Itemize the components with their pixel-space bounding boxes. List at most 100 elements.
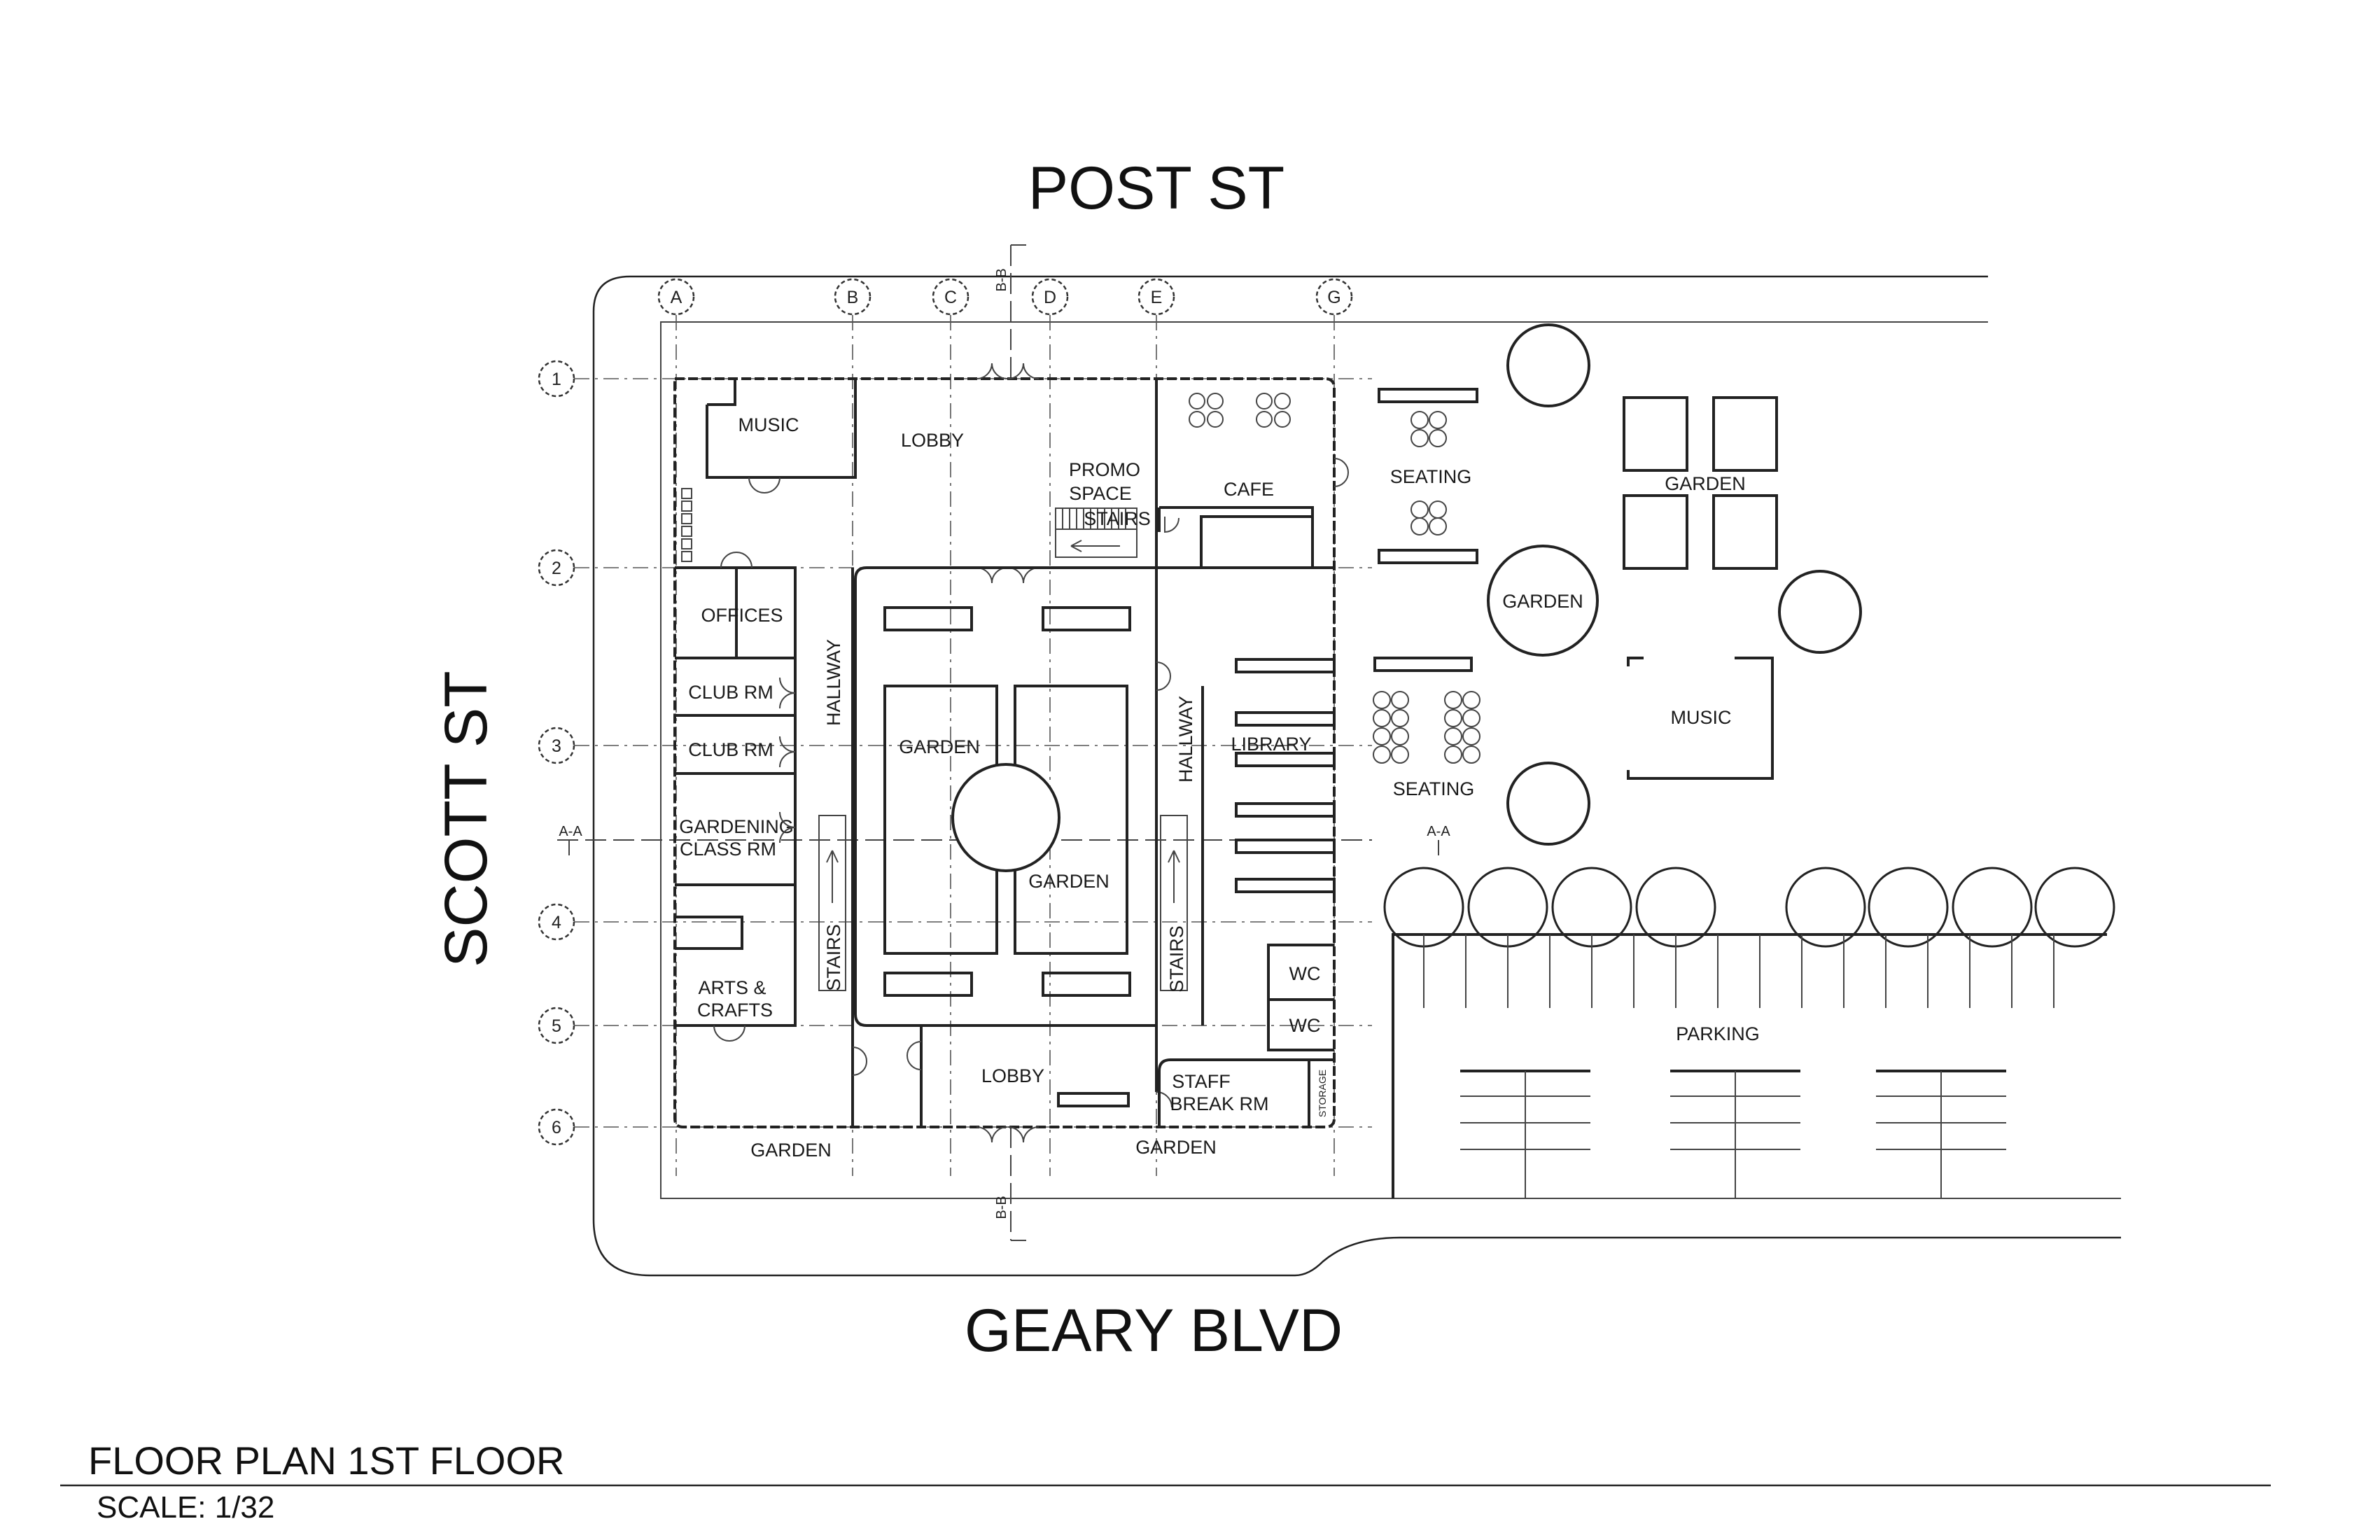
east-wing-walls	[1155, 566, 1334, 1026]
east-stairs	[1160, 815, 1188, 991]
site-sidewalk-line	[660, 321, 2121, 1199]
room-staff-line1: STAFF	[1172, 1071, 1231, 1092]
room-lobby-south: LOBBY	[981, 1065, 1044, 1086]
room-promo-line1: PROMO	[1069, 459, 1140, 480]
grid-tag-row-6: 6	[552, 1118, 561, 1138]
section-bb-bottom-label: B-B	[994, 1196, 1009, 1219]
grid-tag-col-g: G	[1327, 288, 1340, 307]
exterior-seating-south: SEATING	[1393, 778, 1475, 799]
tree-south-seating	[1506, 762, 1590, 846]
street-post-st: POST ST	[1028, 155, 1284, 222]
cafe-door-icon	[1164, 517, 1180, 533]
grid-tag-row-5: 5	[552, 1016, 561, 1036]
room-lobby-north: LOBBY	[901, 430, 964, 451]
grid-tag-row-1: 1	[552, 370, 561, 389]
room-music: MUSIC	[738, 414, 799, 435]
gardening-door-icon	[779, 811, 796, 844]
grid-row-tags: 1 2 3 4 5 6	[538, 360, 575, 1146]
room-storage: STORAGE	[1317, 1070, 1328, 1117]
south-lobby-bench	[1057, 1092, 1130, 1107]
grid-tag-col-e: E	[1151, 288, 1163, 307]
drawing-scale: SCALE: 1/32	[97, 1490, 274, 1525]
lobby-inner-door-icon	[976, 567, 1040, 584]
south-lobby-walls	[920, 1026, 1158, 1127]
southwest-door-icon	[852, 1046, 867, 1076]
parking-stall-islands	[1460, 1070, 2006, 1198]
music-room-walls	[706, 379, 857, 479]
east-door-icon	[1334, 458, 1349, 487]
tree-east	[1778, 570, 1862, 654]
exterior-garden-beds	[1623, 396, 1778, 570]
exterior-bench-north	[1378, 388, 1478, 403]
parking-stall-lines-north	[1423, 934, 2054, 1008]
north-entry-door-icon	[976, 363, 1040, 379]
room-staff-line2: BREAK RM	[1170, 1093, 1268, 1114]
west-wing-walls	[675, 566, 797, 1027]
cafe-counter	[1158, 506, 1314, 568]
exterior-parking: PARKING	[1676, 1023, 1760, 1044]
section-bb-top-label: B-B	[994, 268, 1009, 291]
room-hallway-east: HALLWAY	[1175, 696, 1196, 783]
site-curb-outline	[592, 275, 2121, 1277]
room-wc-2: WC	[1289, 1015, 1321, 1036]
room-gardening-line2: CLASS RM	[680, 839, 776, 860]
grid-tag-row-2: 2	[552, 559, 561, 578]
exterior-garden-round: GARDEN	[1502, 591, 1583, 612]
building-outer-wall	[673, 377, 1336, 1128]
room-garden-court-1: GARDEN	[899, 736, 980, 757]
locker-stack	[681, 488, 692, 562]
south-entry-door-icon	[976, 1126, 1040, 1143]
room-hallway-west: HALLWAY	[823, 639, 844, 726]
room-club-rm-2: CLUB RM	[688, 739, 774, 760]
court-bench-sw	[883, 972, 973, 997]
exterior-bench-north-2	[1378, 549, 1478, 564]
room-wc-1: WC	[1289, 963, 1321, 984]
wc-walls	[1267, 944, 1334, 1051]
room-club-rm-1: CLUB RM	[688, 682, 774, 703]
garden-south-west-label: GARDEN	[750, 1140, 832, 1161]
room-gardening-line1: GARDENING	[679, 816, 794, 837]
grid-tag-col-d: D	[1044, 288, 1056, 307]
room-arts-line2: CRAFTS	[697, 1000, 773, 1021]
room-arts-line1: ARTS &	[698, 977, 766, 998]
street-scott-st: SCOTT ST	[433, 671, 500, 967]
exterior-seating-north: SEATING	[1390, 466, 1472, 487]
grid-tag-row-3: 3	[552, 736, 561, 756]
grid-tag-col-b: B	[847, 288, 859, 307]
room-promo-line2: SPACE	[1069, 483, 1132, 504]
grid-tag-col-c: C	[944, 288, 957, 307]
room-offices: OFFICES	[701, 605, 783, 626]
music-door-icon	[748, 477, 780, 493]
parking-boundary	[1392, 933, 2107, 1198]
club-rm-1-door-icon	[779, 677, 796, 709]
cafe-tables	[1189, 393, 1291, 428]
room-garden-court-2: GARDEN	[1028, 871, 1110, 892]
staff-break-walls	[1158, 1058, 1334, 1127]
section-aa-left-label: A-A	[559, 824, 582, 839]
north-stairs	[1055, 507, 1138, 558]
court-bench-ne	[1042, 606, 1131, 631]
garden-south-east-label: GARDEN	[1135, 1137, 1217, 1158]
exterior-tables-south	[1373, 691, 1480, 764]
round-garden	[1487, 545, 1599, 657]
section-aa-right-label: A-A	[1427, 824, 1450, 839]
grid-column-tags: A B C D E G	[657, 278, 1353, 316]
outdoor-music-stage	[1627, 657, 1774, 780]
east-hall-door-icon	[1156, 662, 1171, 691]
room-cafe: CAFE	[1224, 479, 1274, 500]
room-stairs-west: STAIRS	[823, 924, 844, 991]
exterior-tables-north	[1410, 411, 1447, 536]
court-bench-nw	[883, 606, 973, 631]
arts-door-icon	[713, 1025, 746, 1042]
exterior-music-stage: MUSIC	[1671, 707, 1732, 728]
exterior-bench-south	[1373, 657, 1473, 672]
drawing-title: FLOOR PLAN 1ST FLOOR	[88, 1438, 564, 1483]
court-fountain	[951, 763, 1060, 872]
parking-tree-row	[1383, 867, 2115, 948]
library-shelves	[1235, 658, 1336, 893]
room-stairs-east: STAIRS	[1166, 925, 1187, 993]
tree-north	[1506, 323, 1590, 407]
grid-tag-col-a: A	[671, 288, 682, 307]
south-lobby-west-door-icon	[906, 1041, 922, 1070]
